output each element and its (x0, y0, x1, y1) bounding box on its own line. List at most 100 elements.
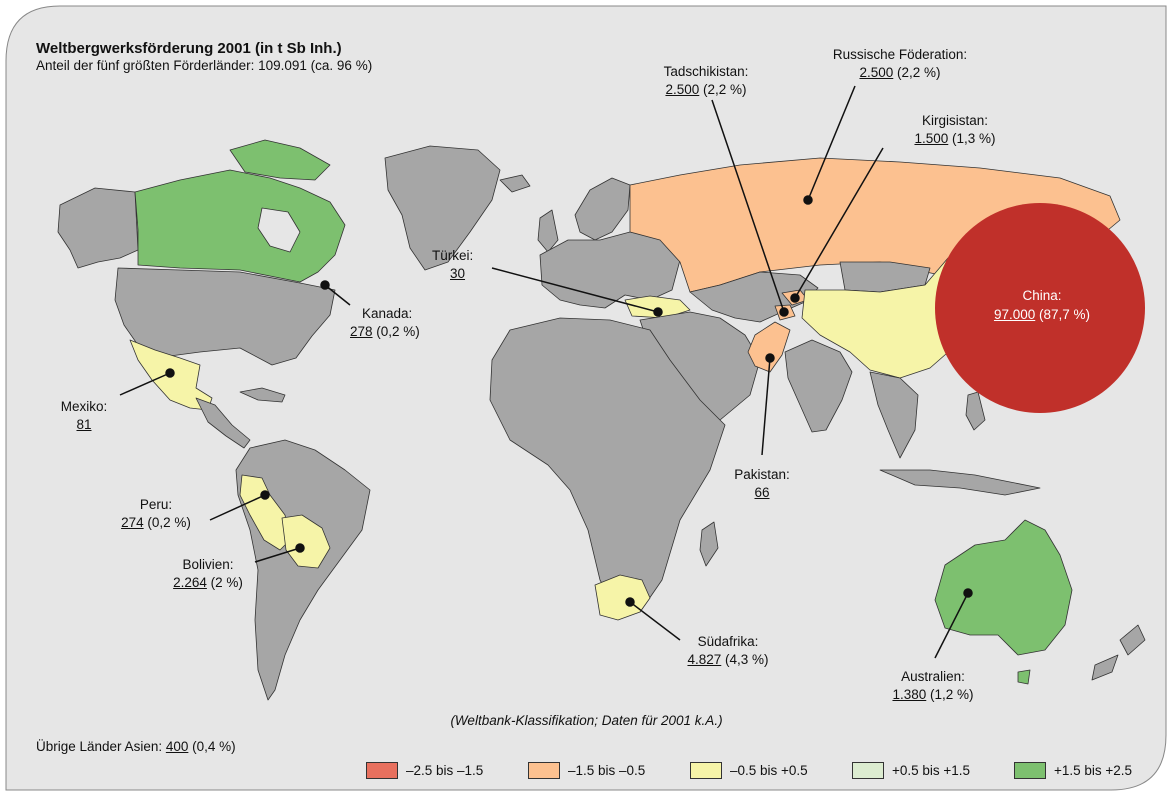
dot-tadschikistan (779, 307, 789, 317)
legend-item-4: +0.5 bis +1.5 (852, 762, 970, 780)
bolivia (281, 514, 331, 569)
turkey (624, 295, 691, 319)
label-kirgisistan-value: 1.500 (914, 131, 949, 146)
legend-label-5: +1.5 bis +2.5 (1054, 763, 1133, 778)
label-kanada-share: (0,2 %) (372, 324, 420, 339)
dot-peru (260, 490, 270, 500)
label-suedafrika-value-line: 4.827 (4,3 %) (668, 651, 788, 669)
map-title: Weltbergwerksförderung 2001 (in t Sb Inh… (36, 40, 342, 57)
label-russland-name: Russische Föderation: (832, 47, 968, 62)
greenland (384, 145, 501, 271)
label-australien-value: 1.380 (892, 687, 927, 702)
tasmania (1017, 669, 1031, 685)
label-kirgisistan: Kirgisistan: 1.500 (1,3 %) (890, 112, 1020, 148)
label-russland-value-line: 2.500 (2,2 %) (820, 64, 980, 82)
south-africa (594, 574, 651, 621)
canada (134, 169, 346, 283)
label-china-value-line: 97.000 (87,7 %) (942, 305, 1142, 324)
other-share: (0,4 %) (188, 739, 236, 754)
legend-swatch-3 (690, 762, 722, 779)
pakistan (747, 321, 791, 373)
label-china-value: 97.000 (993, 307, 1036, 322)
label-peru-value-line: 274 (0,2 %) (106, 514, 206, 532)
madagascar (699, 521, 719, 567)
europe (539, 231, 681, 309)
dot-kanada (320, 280, 330, 290)
leader-tadschikistan (711, 99, 785, 313)
legend-item-3: –0.5 bis +0.5 (690, 762, 808, 780)
label-australien-name: Australien: (901, 669, 965, 684)
africa (489, 317, 726, 613)
australia (934, 519, 1073, 656)
label-russland-share: (2,2 %) (893, 65, 941, 80)
caribbean (239, 387, 286, 403)
leader-suedafrika (629, 601, 681, 641)
legend-label-4: +0.5 bis +1.5 (892, 763, 971, 778)
label-suedafrika-share: (4,3 %) (721, 652, 769, 667)
data-note: (Weltbank-Klassifikation; Daten für 2001… (450, 713, 723, 728)
iceland (499, 174, 531, 193)
dot-australien (963, 588, 973, 598)
label-pakistan-name: Pakistan: (734, 467, 790, 482)
label-kanada-value-line: 278 (0,2 %) (350, 323, 420, 341)
hudson-bay (257, 207, 301, 253)
map-subtitle: Anteil der fünf größten Förderländer: 10… (36, 58, 373, 73)
label-tuerkei: Türkei: 30 (432, 247, 473, 283)
leader-tuerkei (491, 267, 659, 313)
label-kanada-name: Kanada: (362, 306, 413, 321)
india (784, 339, 853, 433)
label-tadschikistan-name: Tadschikistan: (663, 64, 749, 79)
legend-item-2: –1.5 bis –0.5 (528, 762, 645, 780)
other-label: Übrige Länder Asien: (36, 739, 166, 754)
leader-mexiko (119, 372, 171, 396)
dot-russland (803, 195, 813, 205)
label-tadschikistan: Tadschikistan: 2.500 (2,2 %) (636, 63, 776, 99)
label-tadschikistan-value-line: 2.500 (2,2 %) (636, 81, 776, 99)
label-china-share: (87,7 %) (1035, 307, 1091, 322)
label-mexiko: Mexiko: 81 (44, 398, 124, 434)
label-china: China: 97.000 (87,7 %) (942, 286, 1142, 324)
legend-swatch-2 (528, 762, 560, 779)
label-kanada: Kanada: 278 (0,2 %) (350, 305, 420, 341)
label-pakistan-value-line: 66 (712, 484, 812, 502)
legend-label-2: –1.5 bis –0.5 (568, 763, 646, 778)
legend-swatch-5 (1014, 762, 1046, 779)
label-mexiko-value-line: 81 (44, 416, 124, 434)
label-tuerkei-value: 30 (450, 266, 466, 281)
central-america (195, 397, 251, 449)
leader-pakistan (761, 357, 771, 456)
label-suedafrika: Südafrika: 4.827 (4,3 %) (668, 633, 788, 669)
label-tadschikistan-value: 2.500 (665, 82, 700, 97)
label-pakistan: Pakistan: 66 (712, 466, 812, 502)
leader-kanada (324, 284, 351, 306)
legend-label-3: –0.5 bis +0.5 (730, 763, 808, 778)
dot-pakistan (765, 353, 775, 363)
usa (114, 267, 336, 366)
dot-mexiko (165, 368, 175, 378)
label-tuerkei-name: Türkei: (432, 248, 474, 263)
dot-suedafrika (625, 597, 635, 607)
label-china-name: China: (1022, 288, 1062, 303)
label-suedafrika-name: Südafrika: (697, 634, 759, 649)
new-zealand (1091, 624, 1146, 681)
label-bolivien-value: 2.264 (173, 575, 207, 590)
label-peru-share: (0,2 %) (143, 515, 191, 530)
label-australien-share: (1,2 %) (926, 687, 974, 702)
leader-kirgisistan (794, 147, 884, 299)
label-russland: Russische Föderation: 2.500 (2,2 %) (820, 46, 980, 82)
se-asia (869, 371, 919, 459)
label-tadschikistan-share: (2,2 %) (699, 82, 747, 97)
label-russland-value: 2.500 (859, 65, 894, 80)
label-australien: Australien: 1.380 (1,2 %) (868, 668, 998, 704)
label-peru: Peru: 274 (0,2 %) (106, 496, 206, 532)
label-bolivien-name: Bolivien: (182, 557, 234, 572)
label-kirgisistan-share: (1,3 %) (948, 131, 996, 146)
label-bolivien: Bolivien: 2.264 (2 %) (158, 556, 258, 592)
other-value: 400 (165, 739, 189, 754)
legend-item-5: +1.5 bis +2.5 (1014, 762, 1132, 780)
label-suedafrika-value: 4.827 (687, 652, 722, 667)
label-kirgisistan-value-line: 1.500 (1,3 %) (890, 130, 1020, 148)
label-kirgisistan-name: Kirgisistan: (921, 113, 989, 128)
philippines (965, 391, 986, 431)
